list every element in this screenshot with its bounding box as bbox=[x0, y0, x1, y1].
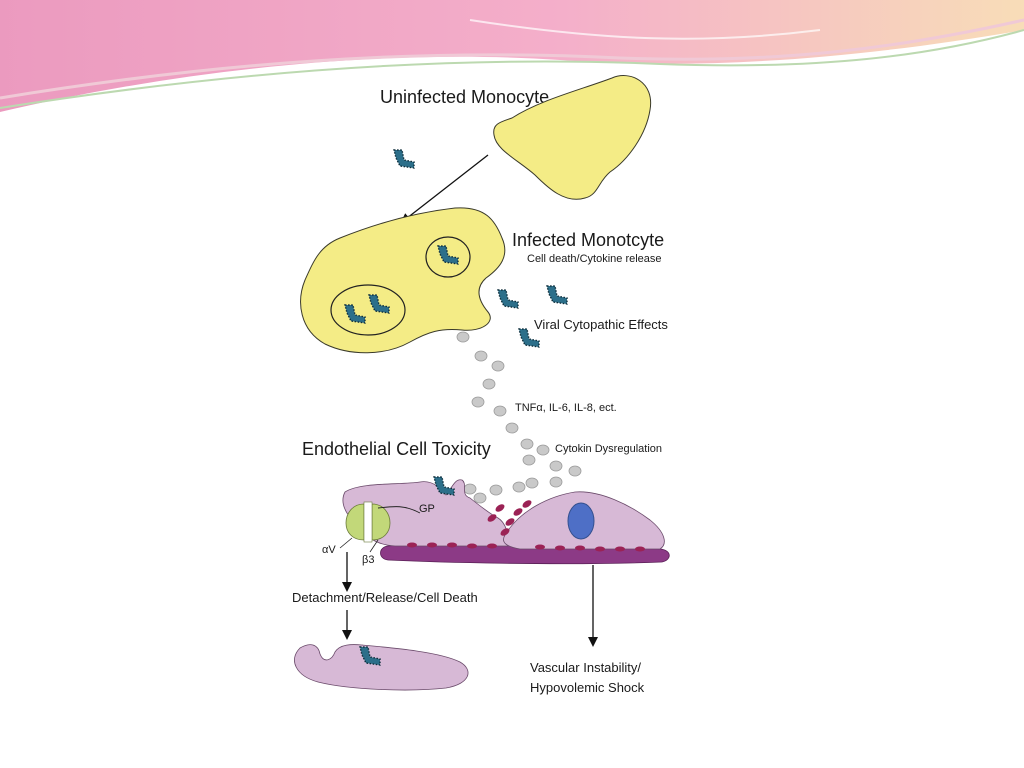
beta3-label: β3 bbox=[362, 554, 374, 566]
released-virion-icon bbox=[497, 289, 519, 309]
viral-effects-label: Viral Cytopathic Effects bbox=[534, 317, 668, 332]
cytokine-dysregulation-label: Cytokin Dysregulation bbox=[555, 443, 662, 455]
integrin-receptor bbox=[345, 501, 391, 543]
cell-junctions bbox=[407, 500, 645, 552]
infected-monocyte-cell bbox=[300, 207, 506, 354]
cytokines-label: TNFα, IL-6, IL-8, ect. bbox=[515, 402, 617, 414]
infected-monocyte-label: Infected Monotcyte bbox=[512, 230, 664, 250]
infected-monocyte-sublabel: Cell death/Cytokine release bbox=[527, 253, 662, 265]
gp-pointer-line bbox=[377, 506, 421, 514]
uninfected-monocyte-label: Uninfected Monocyte bbox=[380, 87, 549, 107]
vascular-instability-label: Vascular Instability/ bbox=[530, 660, 641, 675]
nucleus bbox=[567, 502, 595, 540]
endothelial-toxicity-label: Endothelial Cell Toxicity bbox=[302, 439, 491, 459]
vacuole-small bbox=[425, 236, 471, 278]
hypovolemic-shock-label: Hypovolemic Shock bbox=[530, 680, 645, 695]
vacuole-large bbox=[330, 284, 406, 336]
infection-arrow bbox=[400, 154, 489, 224]
alpha-v-label: αV bbox=[322, 544, 336, 556]
uninfected-monocyte-cell bbox=[493, 75, 652, 200]
detached-cell bbox=[294, 644, 469, 691]
detachment-label: Detachment/Release/Cell Death bbox=[292, 590, 478, 605]
beta3-pointer-line bbox=[369, 539, 379, 553]
free-virion-icon bbox=[393, 149, 415, 169]
header-decoration bbox=[0, 0, 1024, 112]
cytokine-particles bbox=[456, 331, 582, 504]
released-virion-icon bbox=[546, 285, 568, 305]
alpha-v-pointer-line bbox=[339, 537, 353, 549]
gp-label: GP bbox=[419, 503, 435, 515]
